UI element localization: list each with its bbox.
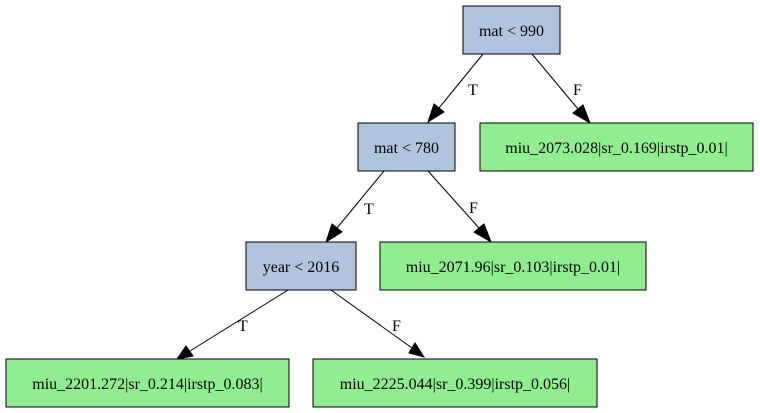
leaf-box [5,358,290,408]
leaf-box [312,358,598,408]
arrowhead [427,103,445,124]
edge-label: F [573,82,582,99]
leaf-label: miu_2201.272|sr_0.214|irstp_0.083| [32,376,263,393]
edge-mat780-true: T [325,170,385,244]
leaf-box [479,122,754,172]
node-label: mat < 990 [479,23,544,40]
node-label: year < 2016 [263,259,340,276]
node-year2016: year < 2016 [245,241,357,291]
leaf-label: miu_2071.96|sr_0.103|irstp_0.01| [406,259,621,276]
arrowhead [408,342,426,358]
node-mat780: mat < 780 [357,122,456,172]
edge-label: F [392,318,401,335]
edge-mat780-false: F [427,170,492,244]
edge-root-false: F [531,53,591,125]
arrowhead [325,223,343,244]
edge-label: F [469,200,478,217]
arrowhead [473,223,492,244]
node-box [462,5,561,55]
leaf-year-false: miu_2225.044|sr_0.399|irstp_0.056| [312,358,598,408]
leaf-label: miu_2073.028|sr_0.169|irstp_0.01| [505,140,728,157]
edge-label: T [364,201,374,218]
leaf-label: miu_2225.044|sr_0.399|irstp_0.056| [340,376,571,393]
edge-label: T [468,82,478,99]
edge-root-true: T [427,53,484,124]
node-root: mat < 990 [462,5,561,55]
arrowhead [175,345,194,360]
edge-label: T [238,318,248,335]
leaf-mat780-false: miu_2071.96|sr_0.103|irstp_0.01| [379,241,647,291]
node-box [357,122,456,172]
node-box [245,241,357,291]
leaf-year-true: miu_2201.272|sr_0.214|irstp_0.083| [5,358,290,408]
edge-year-true: T [175,289,289,360]
leaf-box [379,241,647,291]
arrowhead [572,104,591,125]
leaf-root-false: miu_2073.028|sr_0.169|irstp_0.01| [479,122,754,172]
edge-year-false: F [330,289,426,358]
node-label: mat < 780 [374,140,439,157]
